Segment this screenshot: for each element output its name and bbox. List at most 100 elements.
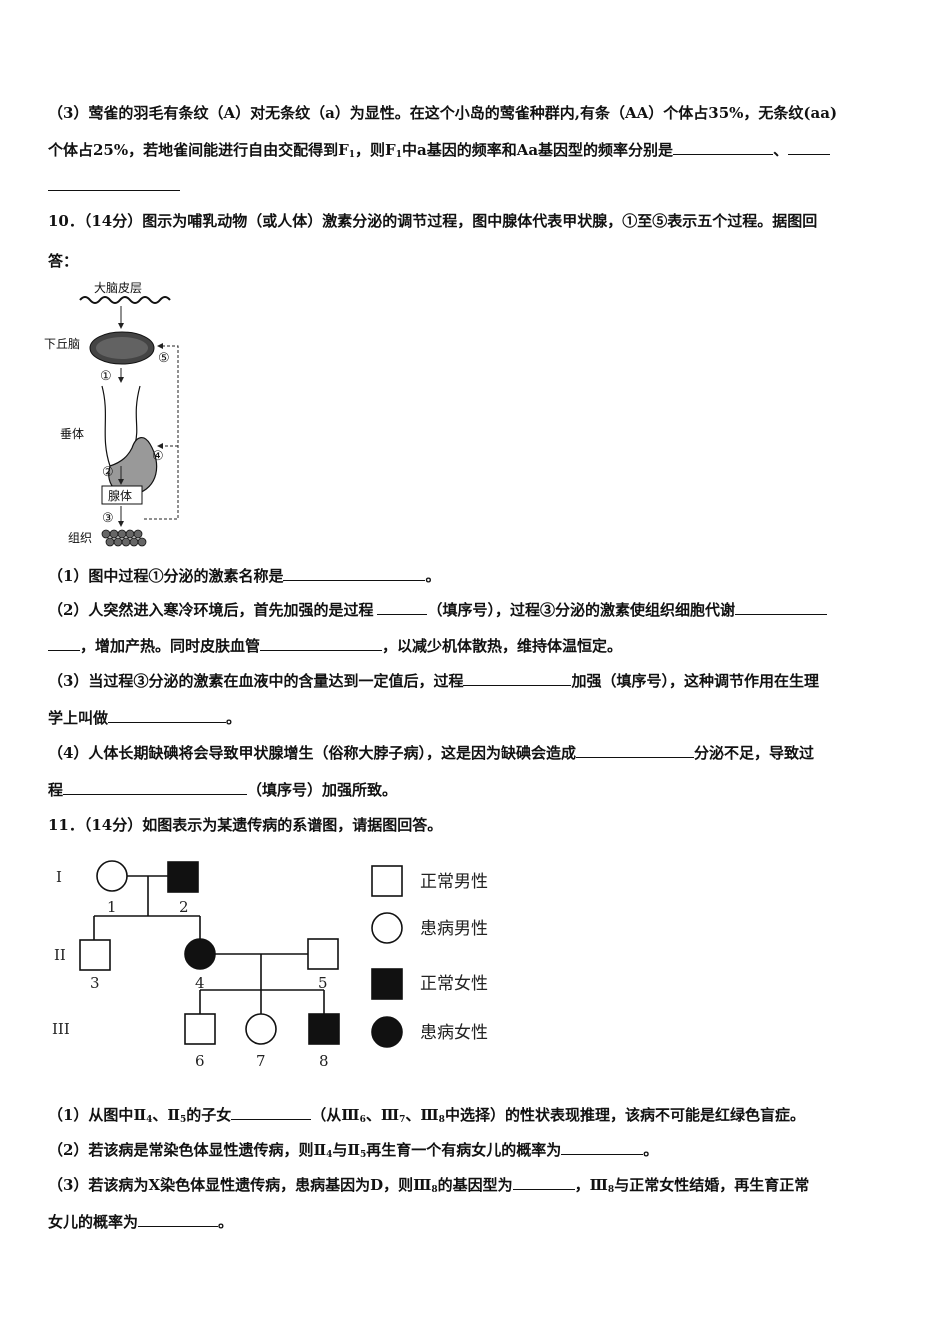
q11-sub: 8 [438, 1115, 445, 1125]
I-1-normal-female [96, 860, 128, 892]
answer-blank[interactable] [673, 140, 774, 155]
II-5-normal-male [307, 938, 339, 970]
answer-blank[interactable] [283, 566, 426, 581]
q10-s3-text-b: 加强（填序号），这种调节作用在生理 [571, 672, 819, 690]
q11-s1-e: 、Ⅲ [365, 1106, 400, 1124]
tissue-cells [101, 529, 147, 547]
q10-s1-text: （1）图中过程①分泌的激素名称是 [48, 567, 284, 585]
legend-square-white [371, 865, 403, 897]
q10-s4-text-c: 程 [48, 781, 64, 799]
q10-s4-text-d: （填序号）加强所致。 [247, 781, 398, 799]
q10-s2-text-a: （2）人突然进入寒冷环境后，首先加强的是过程 [48, 601, 374, 619]
q11-sub3-line2: 女儿的概率为 。 [48, 1212, 906, 1232]
answer-blank[interactable] [788, 140, 831, 155]
p1-label: ① [100, 369, 112, 384]
answer-blank[interactable] [512, 1175, 575, 1190]
q10-s4-text-b: 分泌不足，导致过 [693, 744, 814, 762]
q10-s3-text-c: 学上叫做 [48, 709, 109, 727]
q11-sub3-line1: （3）若该病为X染色体显性遗传病，患病基因为D，则Ⅲ8的基因型为，Ⅲ8与正常女性… [48, 1175, 906, 1195]
q11-s1-c: 的子女 [186, 1106, 232, 1124]
legend-label-4: 患病女性 [420, 1023, 488, 1043]
q11-s3-e: 女儿的概率为 [48, 1213, 139, 1231]
answer-blank[interactable] [108, 708, 227, 723]
q10-s3-text-d: 。 [226, 709, 242, 727]
q11-sub: 6 [359, 1115, 366, 1125]
q9-sub-1a: 1 [348, 150, 356, 160]
q11-sub: 8 [607, 1185, 615, 1195]
cortex-wave [79, 296, 171, 304]
q11-sub: 4 [326, 1150, 333, 1160]
q10-sub4-line1: （4）人体长期缺碘将会导致甲状腺增生（俗称大脖子病），这是因为缺碘会造成分泌不足… [48, 743, 906, 763]
legend-label-1: 正常男性 [420, 872, 488, 892]
label-4: 4 [195, 974, 205, 992]
q10-sub4-line2: 程 （填序号）加强所致。 [48, 780, 906, 800]
q11-s3-a: （3）若该病为X染色体显性遗传病，患病基因为D，则Ⅲ [48, 1176, 432, 1194]
q10-sub3-line2: 学上叫做 。 [48, 708, 906, 728]
gland-label: 腺体 [108, 489, 132, 503]
answer-blank[interactable] [561, 1140, 644, 1155]
label-5: 5 [318, 974, 328, 992]
answer-blank[interactable] [48, 636, 80, 651]
hypothalamus-label: 下丘脑 [44, 337, 80, 351]
q10-s2-text-b: （填序号），过程③分泌的激素使组织细胞代谢 [427, 601, 735, 619]
p5-label: ⑤ [158, 351, 170, 366]
q10-sub2-line1: （2）人突然进入寒冷环境后，首先加强的是过程 （填序号），过程③分泌的激素使组织细… [48, 600, 906, 620]
answer-blank[interactable] [48, 176, 180, 191]
answer-blank[interactable] [463, 671, 572, 686]
pedigree-chart: I II III 1 2 3 4 5 6 7 8 [52, 860, 488, 1070]
pedigree-legend [371, 865, 403, 1048]
q9-sub3-line2: 个体占25%，若地雀间能进行自由交配得到F1，则F1中a基因的频率和Aa基因型的… [48, 140, 906, 160]
q9-sub-1b: 1 [395, 150, 402, 160]
q11-s3-b: 的基因型为 [437, 1176, 513, 1194]
answer-blank[interactable] [138, 1212, 219, 1227]
q11-sub: 5 [360, 1150, 367, 1160]
I-2-affected-male [167, 861, 199, 893]
q10-header-line2: 答： [48, 252, 79, 270]
q11-header: 11．（14分）如图表示为某遗传病的系谱图，请据图回答。 [48, 816, 443, 834]
answer-blank[interactable] [63, 780, 248, 795]
q11-s1-a: （1）从图中Ⅱ [48, 1106, 147, 1124]
answer-blank[interactable] [575, 743, 694, 758]
cortex-label: 大脑皮层 [94, 281, 142, 295]
q11-s3-f: 。 [218, 1213, 234, 1231]
q10-s2-text-d: ，以减少机体散热，维持体温恒定。 [382, 637, 623, 655]
pituitary-label: 垂体 [60, 427, 84, 441]
p4-label: ④ [152, 449, 164, 464]
answer-blank[interactable] [260, 636, 383, 651]
answer-blank[interactable] [734, 600, 827, 615]
II-4-affected-female [184, 938, 216, 970]
q9-text-a: 个体占25%，若地雀间能进行自由交配得到F [48, 141, 349, 159]
III-7-normal-female [245, 1013, 277, 1045]
legend-circle-white [371, 912, 403, 944]
label-7: 7 [256, 1052, 266, 1070]
gland-box [101, 485, 143, 505]
answer-blank[interactable] [377, 600, 428, 615]
legend-label-2: 患病男性 [420, 919, 488, 939]
q9-text-c: 中a基因的频率和Aa基因型的频率分别是 [401, 141, 674, 159]
answer-blank[interactable] [231, 1105, 312, 1120]
gen-III-label: III [52, 1020, 70, 1038]
q10-s1-end: 。 [425, 567, 441, 585]
q10-sub3-line1: （3）当过程③分泌的激素在血液中的含量达到一定值后，过程 加强（填序号），这种调节… [48, 671, 906, 691]
feedback-dashed-line [144, 343, 179, 520]
p2-label: ② [102, 465, 114, 480]
q11-sub1: （1）从图中Ⅱ4、Ⅱ5的子女（从Ⅲ6、Ⅲ7、Ⅲ8中选择）的性状表现推理，该病不可… [48, 1105, 906, 1125]
label-1: 1 [107, 898, 117, 916]
q10-header-line1: 10．（14分）图示为哺乳动物（或人体）激素分泌的调节过程，图中腺体代表甲状腺，… [48, 212, 818, 230]
q9-sub3-line3 [48, 176, 906, 196]
q11-s2-b: 与Ⅱ [332, 1141, 361, 1159]
q11-s1-d: （从Ⅲ [311, 1106, 360, 1124]
q10-s3-text-a: （3）当过程③分泌的激素在血液中的含量达到一定值后，过程 [48, 672, 464, 690]
q11-sub: 8 [431, 1185, 438, 1195]
III-8-affected-male [308, 1013, 340, 1045]
q11-s1-f: 、Ⅲ [405, 1106, 439, 1124]
q10-sub1: （1）图中过程①分泌的激素名称是 。 [48, 566, 906, 586]
hormone-regulation-diagram: 大脑皮层 下丘脑 ⑤ ① 垂体 ④ ② 腺体 ③ 组织 [44, 281, 179, 547]
label-3: 3 [90, 974, 100, 992]
label-2: 2 [179, 898, 189, 916]
q11-s3-d: 与正常女性结婚，再生育正常 [614, 1176, 810, 1194]
III-6-normal-male [184, 1013, 216, 1045]
gen-II-label: II [54, 946, 66, 964]
q11-s2-d: 。 [643, 1141, 659, 1159]
tissue-label: 组织 [68, 531, 92, 545]
